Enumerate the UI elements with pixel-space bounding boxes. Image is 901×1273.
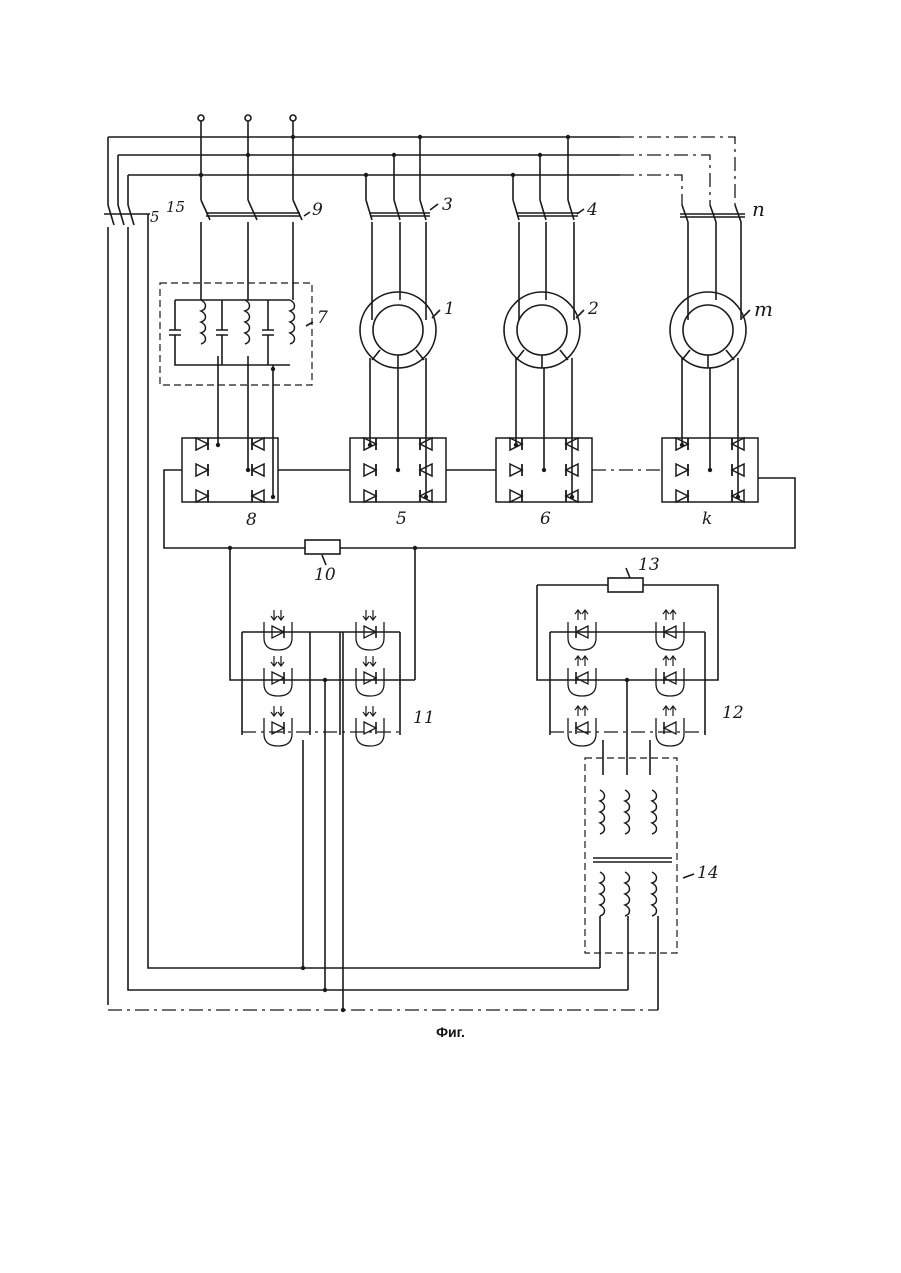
label-6: 6 [540,509,551,529]
label-7: 7 [317,308,328,328]
label-n: n [752,197,765,221]
label-m: m [754,297,773,321]
switch-group-9 [201,200,302,220]
motor-m [670,222,746,497]
label-12: 12 [722,703,744,723]
switch-group-n [680,205,745,222]
label-13: 13 [638,555,660,575]
motor-2 [504,222,580,497]
label-5: 5 [396,509,407,529]
label-1: 1 [444,299,455,319]
resistor-10 [305,540,340,554]
label-15: 15 [166,198,185,216]
optocoupler-block-11 [230,610,415,1010]
switch-group-4 [513,200,578,220]
label-5-side: 5 [150,208,160,226]
label-3: 3 [442,195,453,215]
label-2: 2 [587,299,599,319]
label-14: 14 [697,863,719,883]
label-11: 11 [413,708,435,728]
supply-terminals [198,115,296,200]
filter-block-7 [160,222,312,497]
reference-labels: 9 3 4 n 15 5 7 1 2 m 8 5 6 k 10 11 13 12… [150,195,773,883]
label-k: k [702,509,712,529]
phase-bus-lines [108,135,735,205]
switch-group-3 [366,200,430,220]
figure-caption: Фиг. [0,1024,901,1040]
label-8: 8 [246,510,257,530]
optocoupler-block-12 [537,578,718,775]
rectifier-bridge-8 [182,438,278,502]
switch-group-15 [104,205,150,1005]
label-9: 9 [312,200,323,220]
label-4: 4 [586,200,598,220]
motor-1 [360,222,436,497]
resistor-13 [608,578,643,592]
label-10: 10 [314,565,336,585]
transformer-14 [585,758,677,1010]
